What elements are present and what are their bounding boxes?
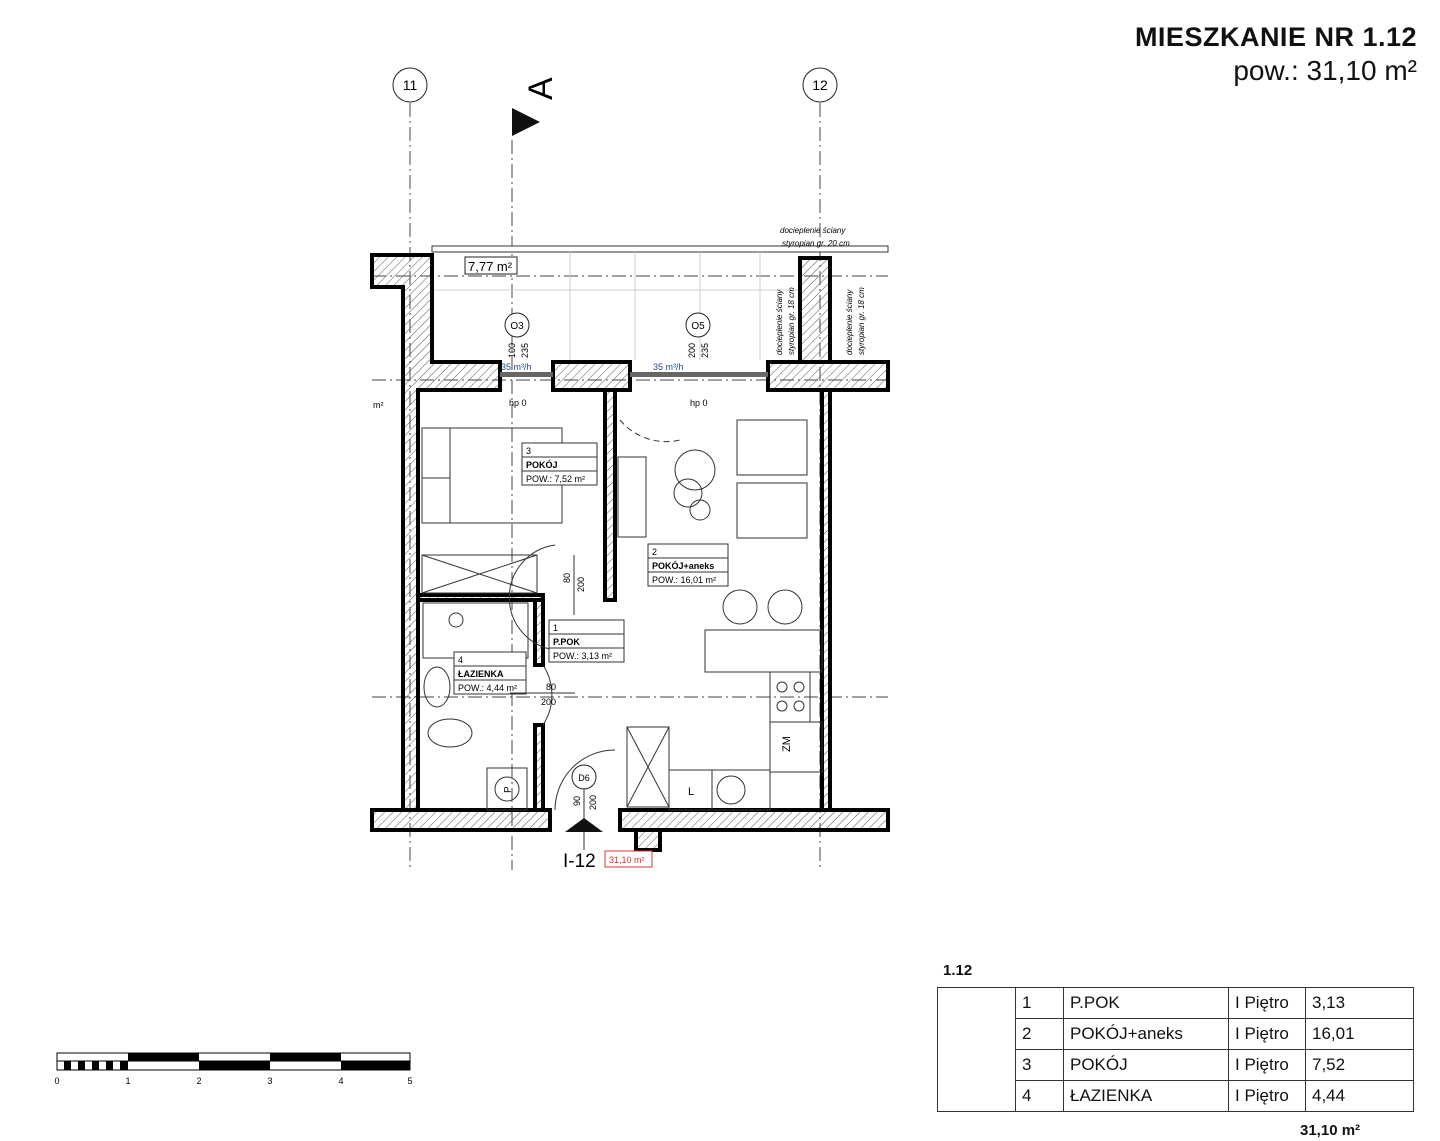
svg-text:200: 200 (576, 577, 586, 592)
svg-text:4: 4 (338, 1076, 343, 1086)
svg-text:200: 200 (588, 795, 598, 810)
svg-text:235: 235 (520, 343, 530, 358)
svg-text:hp 0: hp 0 (509, 398, 527, 408)
section-marker-bottom: I-12 (563, 818, 603, 872)
svg-text:90: 90 (572, 796, 582, 806)
svg-text:0: 0 (54, 1076, 59, 1086)
svg-text:O3: O3 (510, 321, 524, 332)
apartment-area: pow.: 31,10 m² (1233, 55, 1417, 86)
scale-bar: 0 1 2 3 4 5 (54, 1052, 413, 1086)
insulation-note: docieplenie ściany (845, 289, 854, 355)
table-row: 4 ŁAZIENKA I Piętro 4,44 (938, 1080, 1414, 1112)
svg-text:1: 1 (125, 1076, 130, 1086)
insulation-note: styropian gr. 18 cm (857, 287, 866, 355)
insulation-note: styropian gr. 20 cm (782, 239, 850, 248)
walls (370, 253, 890, 852)
area-summary-table: 1 P.POK I Piętro 3,13 2 POKÓJ+aneks I Pi… (937, 987, 1414, 1112)
svg-text:2: 2 (196, 1076, 201, 1086)
wardrobe-label: L (688, 786, 694, 798)
room-label-pokoj-aneks: 2 POKÓJ+aneks POW.: 16,01 m² (647, 543, 729, 587)
axis-marker-12: 12 (802, 67, 838, 103)
insulation-note: styropian gr. 18 cm (787, 287, 796, 355)
svg-text:100: 100 (507, 343, 517, 358)
door-2: 80 200 (510, 682, 575, 707)
door-1: 80 200 (562, 555, 586, 615)
svg-text:hp 0: hp 0 (690, 398, 708, 408)
svg-text:POW.: 16,01 m²: POW.: 16,01 m² (652, 575, 716, 585)
svg-text:POKÓJ+aneks: POKÓJ+aneks (652, 560, 714, 571)
grid-axes (372, 103, 888, 870)
summary-total: 31,10 m² (1300, 1122, 1361, 1139)
insulation-note: docieplenie ściany (775, 289, 784, 355)
furniture (421, 419, 823, 811)
room-label-p-pok: 1 P.POK POW.: 3,13 m² (548, 619, 625, 663)
svg-text:31,10 m²: 31,10 m² (609, 855, 645, 865)
washer-label: P (503, 786, 514, 793)
svg-text:35 m³/h: 35 m³/h (501, 362, 532, 372)
svg-text:80: 80 (546, 682, 556, 692)
svg-text:35 m³/h: 35 m³/h (653, 362, 684, 372)
apartment-number: MIESZKANIE NR 1.12 (1134, 22, 1417, 52)
svg-text:POW.: 7,52 m²: POW.: 7,52 m² (526, 474, 585, 484)
room-label-lazienka: 4 ŁAZIENKA POW.: 4,44 m² (453, 651, 527, 695)
svg-text:5: 5 (407, 1076, 412, 1086)
svg-text:P.POK: P.POK (553, 637, 580, 647)
svg-text:POKÓJ: POKÓJ (526, 459, 558, 470)
door-d6: D6 90 200 (571, 764, 598, 850)
svg-text:7,77 m²: 7,77 m² (468, 259, 513, 274)
svg-text:80: 80 (562, 573, 572, 583)
svg-text:O5: O5 (691, 321, 705, 332)
axis-marker-11: 11 (392, 67, 428, 103)
svg-text:235: 235 (700, 343, 710, 358)
balcony: 7,77 m² (431, 245, 889, 360)
table-row: 1 P.POK I Piętro 3,13 (937, 987, 1414, 1112)
window-o3: O3 100 235 35 m³/h hp 0 (500, 312, 553, 408)
svg-text:ŁAZIENKA: ŁAZIENKA (458, 669, 504, 679)
svg-text:1: 1 (553, 623, 558, 633)
svg-text:200: 200 (687, 343, 697, 358)
svg-text:POW.: 3,13 m²: POW.: 3,13 m² (553, 651, 612, 661)
svg-text:D6: D6 (578, 773, 590, 783)
svg-text:2: 2 (652, 547, 657, 557)
insulation-note: docieplenie ściany (780, 226, 846, 235)
svg-text:4: 4 (458, 655, 463, 665)
summary-label: 1.12 (943, 962, 973, 979)
svg-text:A: A (522, 77, 560, 100)
fridge-label: ZM (781, 736, 793, 752)
svg-text:POW.: 4,44 m²: POW.: 4,44 m² (458, 683, 517, 693)
window-o5: O5 200 235 35 m³/h hp 0 (630, 312, 768, 408)
apartment-total-tag: 31,10 m² (604, 850, 653, 868)
svg-text:3: 3 (526, 446, 531, 456)
section-marker-a: A (512, 77, 560, 136)
table-row: 2 POKÓJ+aneks I Piętro 16,01 (938, 1018, 1414, 1050)
svg-text:200: 200 (541, 697, 556, 707)
svg-text:12: 12 (812, 77, 828, 93)
svg-text:I-12: I-12 (563, 851, 596, 872)
plan-title: MIESZKANIE NR 1.12 pow.: 31,10 m² (1135, 22, 1417, 87)
room-label-pokoj: 3 POKÓJ POW.: 7,52 m² (521, 442, 598, 486)
table-row: 3 POKÓJ I Piętro 7,52 (938, 1049, 1414, 1081)
neighbour-area-fragment: m² (373, 400, 384, 410)
svg-text:3: 3 (267, 1076, 272, 1086)
svg-text:11: 11 (403, 77, 418, 93)
